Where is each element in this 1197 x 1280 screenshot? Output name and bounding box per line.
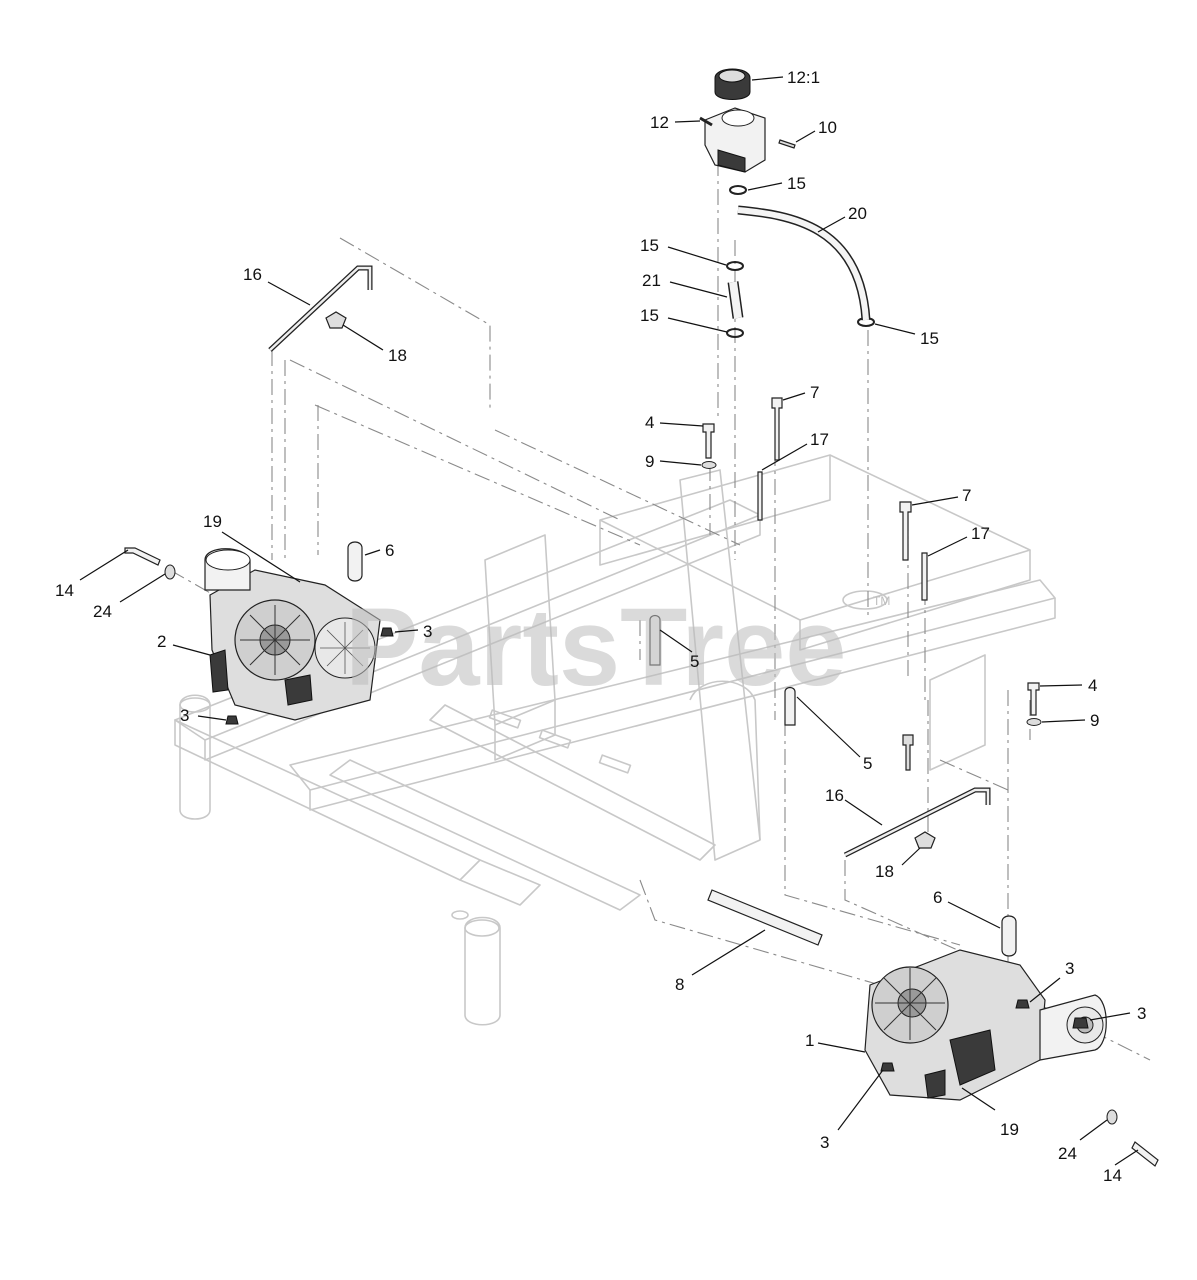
callout-15: 15 (787, 174, 806, 193)
nut-3 (1015, 999, 1030, 1009)
callout-6: 6 (385, 541, 394, 560)
washer-9 (701, 461, 717, 469)
bolt-14 (1131, 1141, 1159, 1167)
stud-17 (921, 552, 928, 601)
spacer-6 (347, 541, 363, 582)
callout-18: 18 (388, 346, 407, 365)
callout-15: 15 (640, 306, 659, 325)
callout-6: 6 (933, 888, 942, 907)
bolt-4 (1027, 682, 1040, 716)
callout-7: 7 (962, 486, 971, 505)
mower-frame (174, 454, 1056, 1026)
callout-24: 24 (1058, 1144, 1077, 1163)
callout-9: 9 (1090, 711, 1099, 730)
callout-1: 1 (805, 1031, 814, 1050)
callout-12-1: 12:1 (787, 68, 820, 87)
callout-15: 15 (640, 236, 659, 255)
knob-18 (914, 831, 936, 849)
callout-2: 2 (157, 632, 166, 651)
pin-5 (649, 614, 661, 666)
callout-3: 3 (820, 1133, 829, 1152)
right-transaxle (864, 949, 1107, 1101)
spacer-6 (1001, 915, 1017, 957)
callout-3: 3 (1065, 959, 1074, 978)
callout-3: 3 (1137, 1004, 1146, 1023)
nut-3 (880, 1062, 895, 1072)
hydraulic-reservoir (699, 107, 766, 173)
knob-18 (325, 311, 347, 329)
nut-3 (380, 627, 394, 637)
callout-17: 17 (810, 430, 829, 449)
bolt-4 (702, 423, 715, 459)
callout-4: 4 (1088, 676, 1097, 695)
screw-10 (778, 139, 796, 149)
stud-17 (757, 471, 763, 521)
hose-clamp (726, 261, 744, 271)
watermark-text: PartsTree (345, 586, 846, 709)
leader-lines (79, 76, 1139, 1166)
callout-18: 18 (875, 862, 894, 881)
control-rod-16 (268, 265, 373, 352)
hose-clamp (726, 328, 744, 338)
callout-24: 24 (93, 602, 112, 621)
callout-7: 7 (810, 383, 819, 402)
hose-20 (737, 205, 871, 321)
nut-3 (225, 715, 239, 725)
callout-5: 5 (863, 754, 872, 773)
callout-10: 10 (818, 118, 837, 137)
pin-5 (784, 686, 796, 726)
callout-14: 14 (55, 581, 74, 600)
callout-15: 15 (920, 329, 939, 348)
callout-16: 16 (243, 265, 262, 284)
control-rod-16 (843, 787, 991, 858)
callout-4: 4 (645, 413, 654, 432)
bolt-7 (899, 501, 912, 561)
callout-20: 20 (848, 204, 867, 223)
callout-12: 12 (650, 113, 669, 132)
left-transaxle (204, 548, 381, 721)
callout-17: 17 (971, 524, 990, 543)
callout-19: 19 (1000, 1120, 1019, 1139)
shaft-8 (707, 889, 823, 946)
callout-16: 16 (825, 786, 844, 805)
callout-19: 19 (203, 512, 222, 531)
washer-24 (164, 564, 176, 580)
callout-8: 8 (675, 975, 684, 994)
hose-clamp (729, 185, 747, 195)
callout-9: 9 (645, 452, 654, 471)
washer-24 (1106, 1109, 1118, 1125)
nut-3 (1072, 1017, 1089, 1029)
nut (902, 734, 914, 771)
callout-3: 3 (423, 622, 432, 641)
callout-5: 5 (690, 652, 699, 671)
reservoir-cap (714, 68, 751, 100)
callout-3: 3 (180, 706, 189, 725)
washer-9 (1026, 718, 1042, 726)
callout-14: 14 (1103, 1166, 1122, 1185)
trademark-symbol: TM (873, 594, 890, 608)
bolt-7 (771, 397, 783, 461)
callout-labels: 12:1 12 10 15 20 15 21 15 15 16 18 7 4 1… (55, 68, 1146, 1185)
bolt-14 (124, 547, 161, 566)
callout-21: 21 (642, 271, 661, 290)
